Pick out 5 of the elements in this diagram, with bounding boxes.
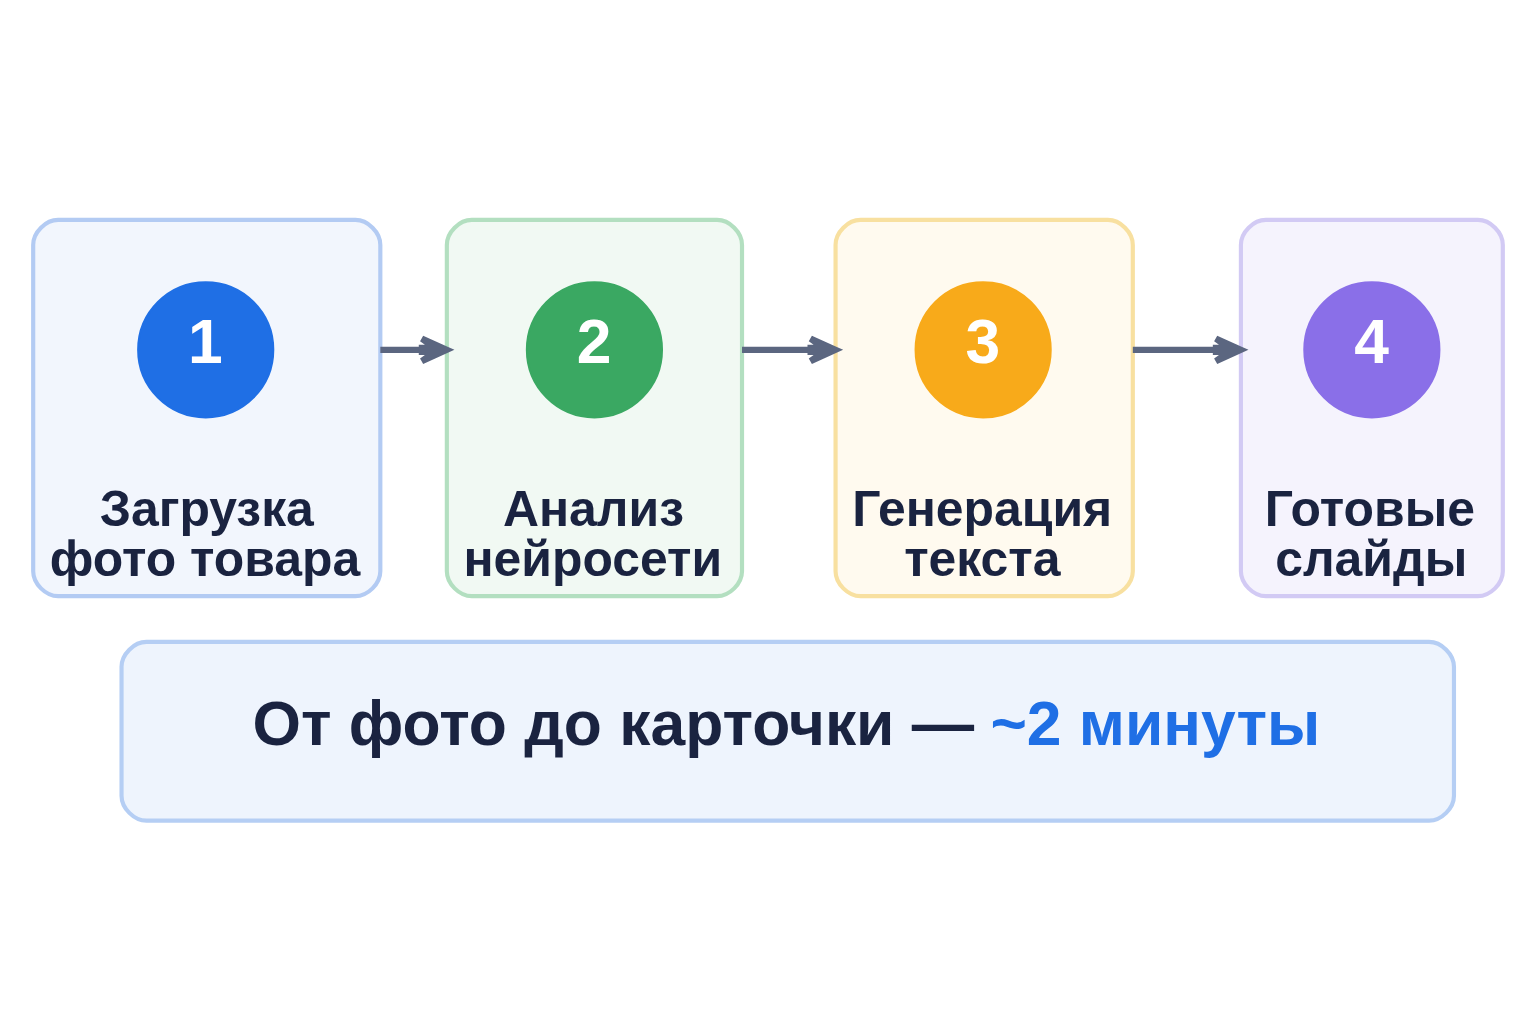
- node-circle: 2: [525, 281, 664, 419]
- node-circle: 4: [1303, 281, 1441, 419]
- node-circle: 1: [137, 281, 275, 419]
- node-circle: 3: [914, 281, 1052, 419]
- node-box: От фото до карточки — ~2 минуты: [119, 639, 1457, 823]
